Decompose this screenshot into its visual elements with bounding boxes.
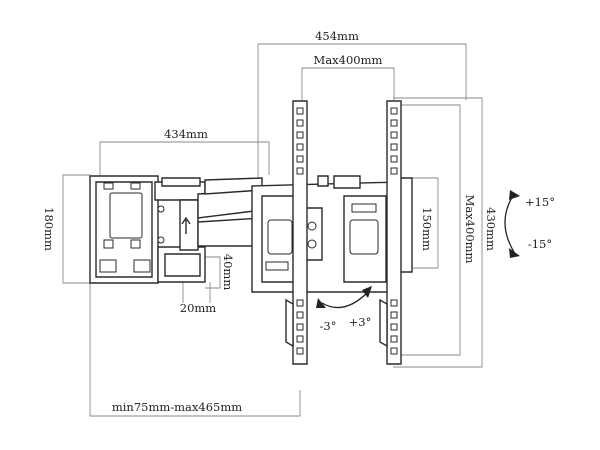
label-swivel-right: +3° <box>349 315 372 329</box>
label-40mm: 40mm <box>221 254 235 291</box>
dim-434-bracket <box>99 141 270 175</box>
label-max400-width: Max400mm <box>314 53 383 67</box>
label-454mm: 454mm <box>315 29 359 43</box>
dim-extension-bracket <box>89 283 301 417</box>
label-tilt-up: +15° <box>525 195 555 209</box>
dim-max400-width-bracket <box>301 67 395 100</box>
vesa-rails <box>285 100 402 365</box>
wall-plate <box>89 175 159 284</box>
label-max400-height: Max400mm <box>463 195 477 264</box>
dim-454-bracket <box>257 43 467 280</box>
tilt-arrow <box>504 190 520 258</box>
articulating-arms <box>154 177 271 283</box>
dimension-labels: 454mm Max400mm 434mm 180mm 40mm 20mm 150… <box>42 29 555 414</box>
dim-430-bracket <box>393 97 483 368</box>
label-tilt-down: -15° <box>528 237 552 251</box>
dim-max400-height-bracket <box>400 104 461 356</box>
label-150mm: 150mm <box>420 207 434 251</box>
label-434mm: 434mm <box>164 127 208 141</box>
dim-150-bracket <box>400 177 439 269</box>
right-rail-holes <box>390 107 398 355</box>
dimension-lines <box>62 43 483 417</box>
label-swivel-left: -3° <box>320 319 337 333</box>
left-rail-holes <box>296 107 304 355</box>
label-extension: min75mm-max465mm <box>112 400 242 414</box>
tilt-head-plate <box>251 175 413 293</box>
dim-20-bracket <box>182 282 211 303</box>
dim-40-bracket <box>205 256 221 289</box>
label-20mm: 20mm <box>180 301 217 315</box>
dim-180-bracket <box>62 174 90 284</box>
label-430mm: 430mm <box>484 207 498 251</box>
label-180mm: 180mm <box>42 207 56 251</box>
swivel-arrow <box>316 286 372 309</box>
